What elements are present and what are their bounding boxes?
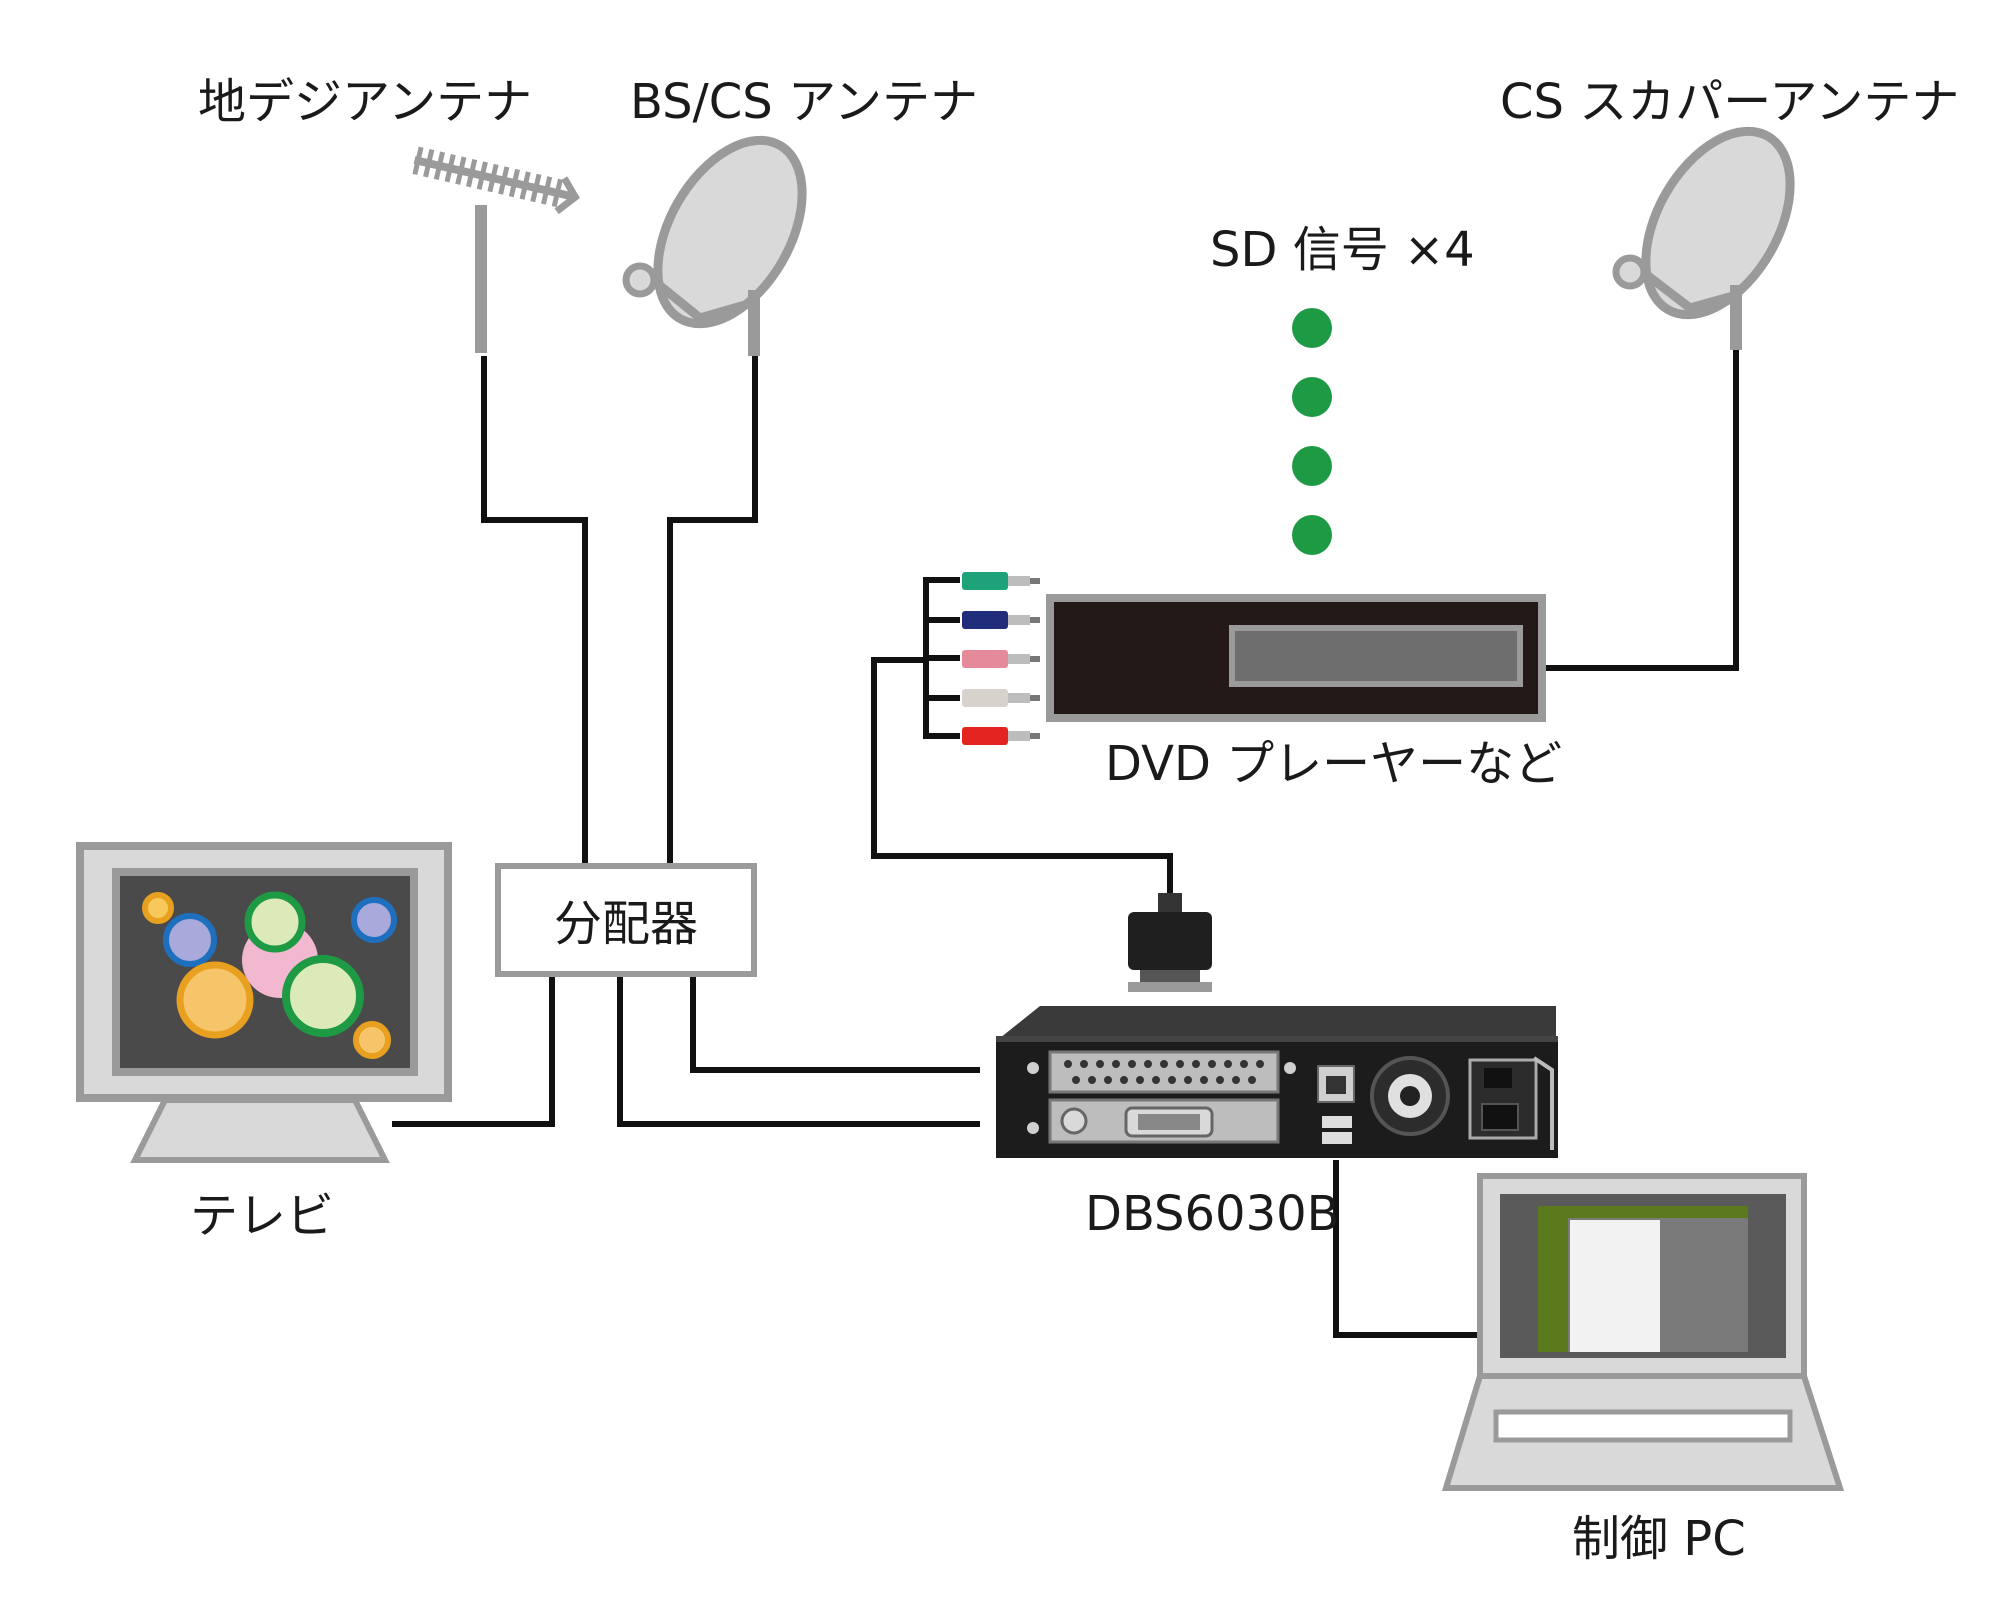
vga-connector-icon	[1128, 893, 1212, 992]
wire-skyperfect-to-dvd	[1544, 350, 1739, 671]
sd-dot	[1292, 377, 1332, 417]
tv-screen-bubbles	[142, 891, 397, 1059]
dvd-player-icon	[1046, 594, 1546, 722]
label-sd-signal: SD 信号 ×4	[1210, 222, 1475, 278]
rca-plug	[962, 611, 1040, 629]
label-control-pc: 制御 PC	[1572, 1511, 1746, 1567]
sd-signal-dots	[1292, 308, 1332, 555]
terrestrial-antenna-icon	[412, 146, 580, 353]
wires	[392, 350, 1739, 1338]
rca-plug	[962, 650, 1040, 668]
wire-terrestrial-to-splitter	[481, 356, 588, 866]
wire-splitter-to-device-1	[617, 974, 980, 1127]
sd-dot	[1292, 515, 1332, 555]
wire-bscs-to-splitter	[667, 356, 758, 866]
label-device: DBS6030B	[1085, 1186, 1340, 1242]
wire-splitter-to-tv	[392, 974, 555, 1127]
rca-plugs-icon	[962, 572, 1040, 745]
skyperfect-dish-icon	[1612, 126, 1795, 350]
dbs6030b-device-icon	[996, 1006, 1558, 1158]
wire-splitter-to-device-2	[690, 974, 980, 1073]
splitter-box	[495, 863, 757, 977]
laptop-icon	[1441, 1173, 1845, 1491]
label-bscs-antenna: BS/CS アンテナ	[630, 74, 978, 130]
rca-plug	[962, 727, 1040, 745]
rca-plug	[962, 689, 1040, 707]
bscs-dish-icon	[622, 135, 807, 356]
label-tv: テレビ	[190, 1188, 334, 1244]
label-skyperfect-antenna: CS スカパーアンテナ	[1500, 74, 1959, 130]
label-terrestrial-antenna: 地デジアンテナ	[198, 74, 532, 130]
label-splitter: 分配器	[554, 896, 698, 952]
sd-dot	[1292, 308, 1332, 348]
wire-device-to-pc	[1333, 1160, 1486, 1338]
wire-rca-bundle	[871, 577, 1173, 895]
sd-dot	[1292, 446, 1332, 486]
label-dvd-player: DVD プレーヤーなど	[1105, 736, 1562, 792]
rca-plug	[962, 572, 1040, 590]
tv-icon	[76, 842, 452, 1163]
